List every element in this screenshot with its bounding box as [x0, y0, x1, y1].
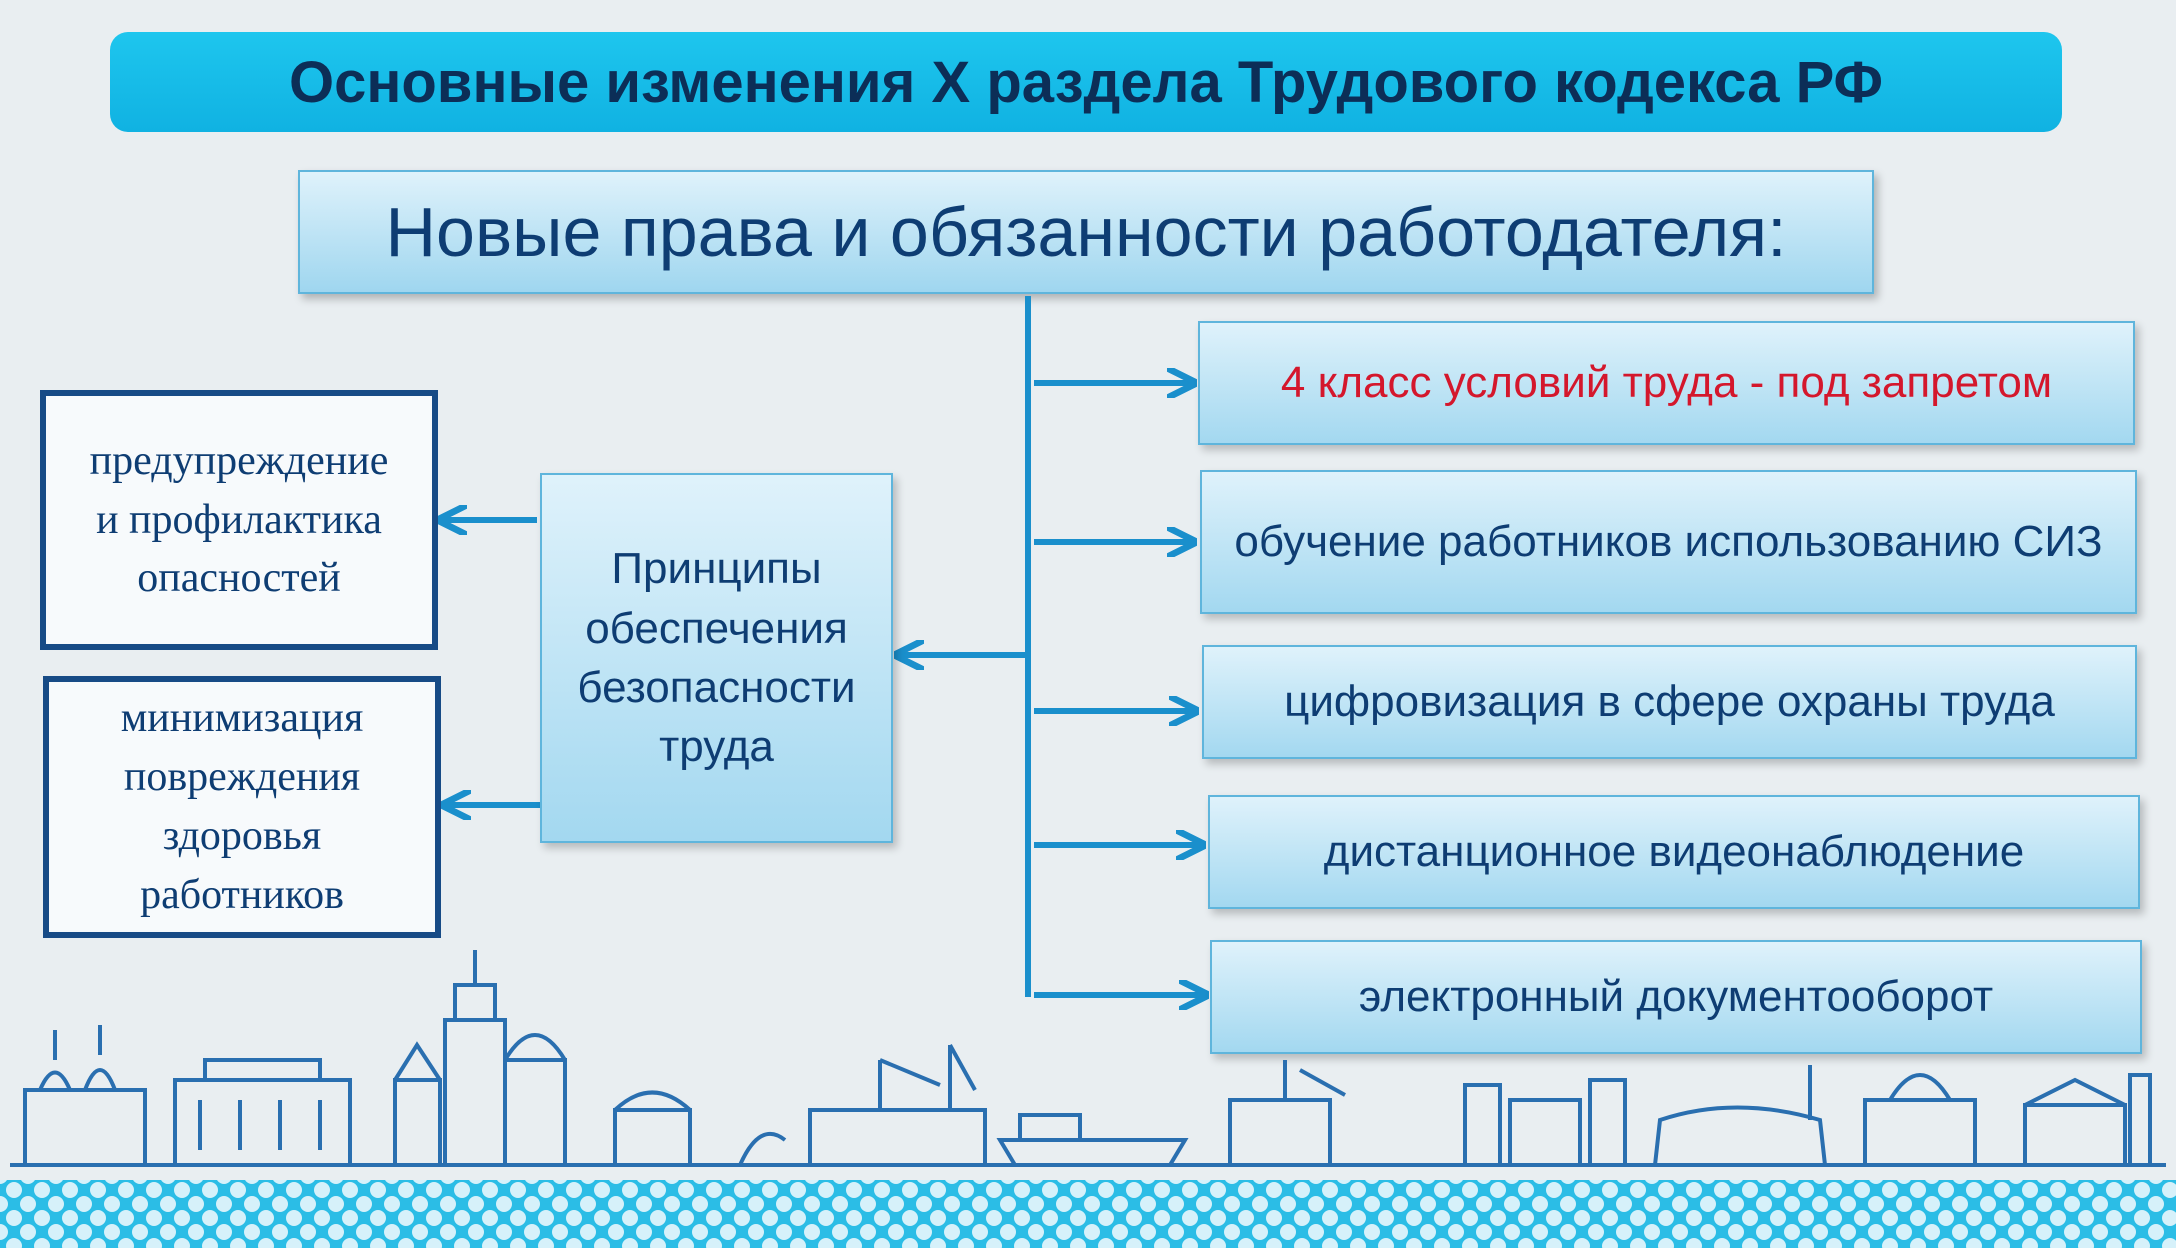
right-item-2-text: обучение работников использованию СИЗ [1234, 516, 2103, 566]
right-item-3: цифровизация в сфере охраны труда [1202, 645, 2137, 759]
page-title: Основные изменения Х раздела Трудового к… [288, 49, 1884, 115]
right-item-1-text: 4 класс условий труда - под запретом [1280, 357, 2053, 407]
left-box-2: минимизация повреждения здоровья работни… [43, 676, 441, 938]
right-item-3-text: цифровизация в сфере охраны труда [1284, 676, 2055, 726]
title-banner: Основные изменения Х раздела Трудового к… [110, 32, 2062, 132]
left-box-1-text: предупреждение и профилактика опасностей [89, 437, 389, 602]
right-item-5-text: электронный документооборот [1358, 971, 1994, 1021]
right-item-5: электронный документооборот [1210, 940, 2142, 1054]
center-principles-box: Принципы обеспечения безопасности труда [540, 473, 893, 843]
center-box-text: Принципы обеспечения безопасности труда [577, 544, 856, 772]
subtitle-box: Новые права и обязанности работодателя: [298, 170, 1874, 294]
skyline-buildings [10, 950, 2166, 1167]
subtitle: Новые права и обязанности работодателя: [385, 193, 1787, 271]
right-item-2: обучение работников использованию СИЗ [1200, 470, 2137, 614]
right-item-1: 4 класс условий труда - под запретом [1198, 321, 2135, 445]
left-box-2-text: минимизация повреждения здоровья работни… [120, 695, 364, 918]
left-box-1: предупреждение и профилактика опасностей [40, 390, 438, 650]
right-item-4: дистанционное видеонаблюдение [1208, 795, 2140, 909]
right-item-4-text: дистанционное видеонаблюдение [1323, 826, 2025, 876]
wave-pattern-band [0, 1180, 2176, 1248]
